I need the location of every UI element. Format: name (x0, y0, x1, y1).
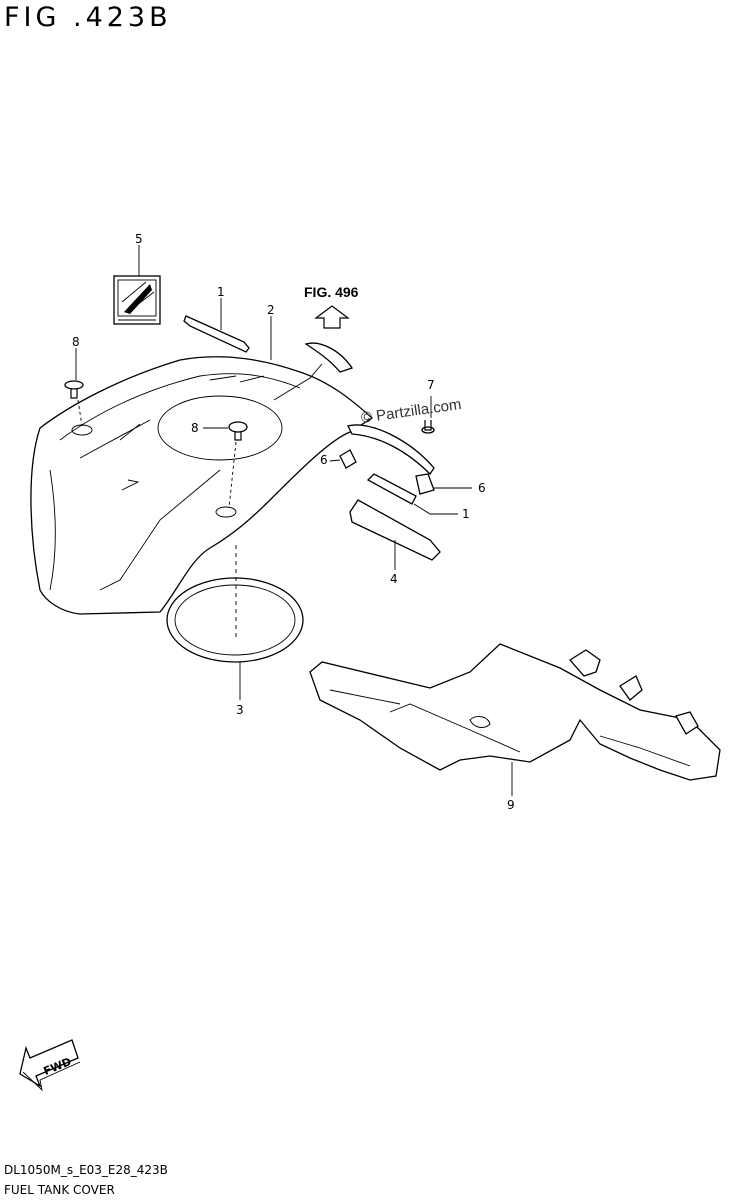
diagram-code: DL1050M_s_E03_E28_423B (4, 1163, 168, 1177)
emblem-part-5[interactable] (113, 275, 161, 325)
callout-1-lower[interactable]: 1 (462, 507, 470, 521)
callout-1-upper[interactable]: 1 (217, 285, 225, 299)
callout-9[interactable]: 9 (507, 798, 515, 812)
leader-1-lower (413, 503, 458, 515)
callout-4[interactable]: 4 (390, 572, 398, 586)
callout-3[interactable]: 3 (236, 703, 244, 717)
pad-part-6-left[interactable] (339, 449, 357, 469)
trim-part-4[interactable] (349, 499, 441, 561)
screw-part-8-left[interactable] (64, 380, 84, 399)
screw-part-8-center[interactable] (228, 421, 248, 441)
fastener-part-7[interactable] (421, 420, 435, 434)
strip-part-1-lower[interactable] (366, 473, 417, 505)
callout-5[interactable]: 5 (135, 232, 143, 246)
callout-6-right[interactable]: 6 (478, 481, 486, 495)
callout-7[interactable]: 7 (427, 378, 435, 392)
diagram-caption: FUEL TANK COVER (4, 1183, 115, 1197)
callout-6-left[interactable]: 6 (320, 453, 328, 467)
callout-2[interactable]: 2 (267, 303, 275, 317)
fig-ref-arrow-icon (314, 305, 350, 329)
callout-8-left[interactable]: 8 (72, 335, 80, 349)
strip-part-1-upper[interactable] (183, 315, 250, 353)
bracket-part-9[interactable] (309, 643, 721, 781)
tank-cover-part-2[interactable] (30, 342, 435, 615)
fwd-arrow-icon (19, 1039, 81, 1092)
figure-reference[interactable]: FIG. 496 (304, 284, 359, 300)
leader-6-left (329, 459, 341, 462)
figure-title: FIG .423B (4, 2, 172, 33)
callout-8-center[interactable]: 8 (191, 421, 199, 435)
pad-part-6-right[interactable] (415, 473, 435, 495)
seal-ring-part-3[interactable] (166, 577, 304, 663)
